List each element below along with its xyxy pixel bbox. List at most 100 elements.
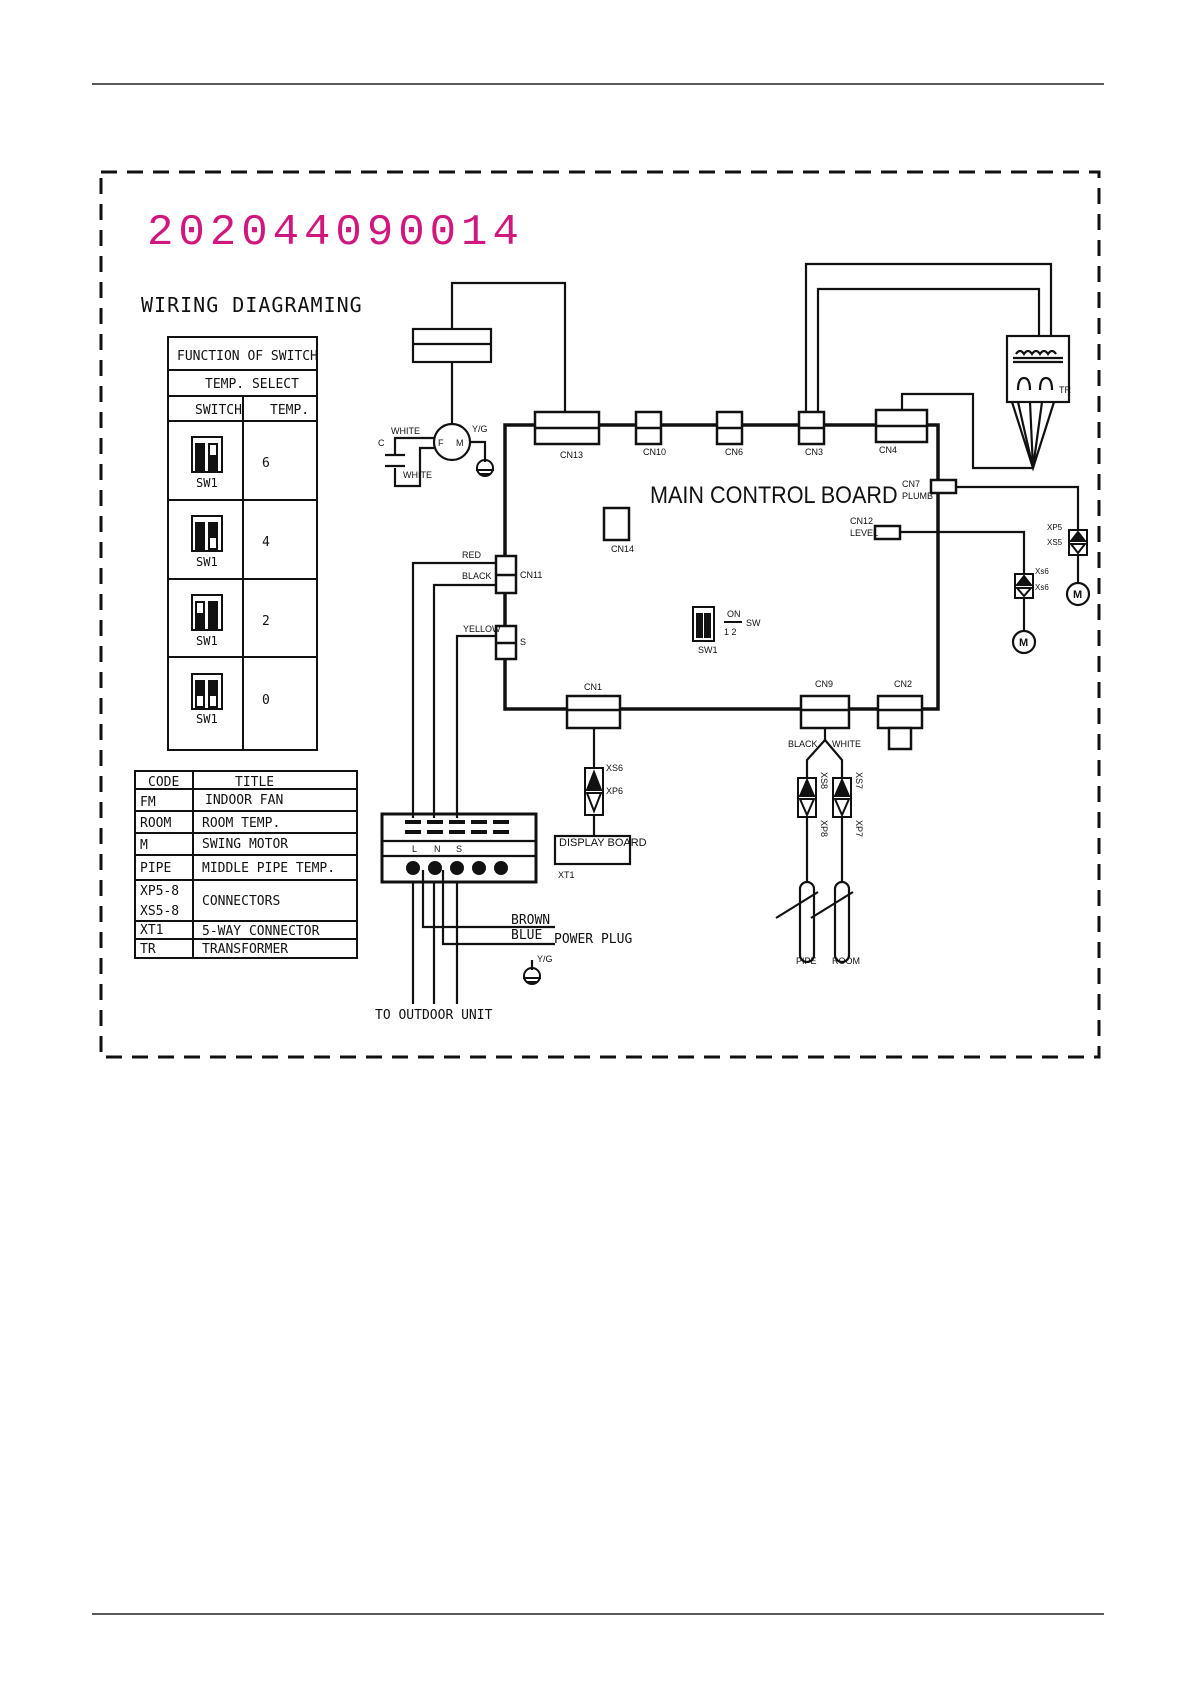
connector-label-xp6b: Xs6: [1035, 583, 1049, 592]
wire-label-brown: BROWN: [511, 913, 550, 928]
diagram-title: WIRING DIAGRAMING: [141, 293, 363, 317]
sw-label: SW1: [196, 555, 218, 569]
sw1-label: SW1: [698, 645, 718, 655]
terminal-label-s: S: [456, 844, 462, 854]
dip-switch-icon: [191, 515, 223, 552]
connector-label-xp8: XP8: [819, 820, 829, 837]
connector-label-xs8: XS8: [819, 772, 829, 789]
temp-value: 4: [262, 535, 270, 550]
ground-icon: [523, 967, 541, 985]
connector-label-xp7: XP7: [854, 820, 864, 837]
switch-col-header: SWITCH: [195, 403, 242, 418]
switch-table-header: FUNCTION OF SWITCH: [177, 349, 318, 364]
wiring: [380, 262, 1091, 1004]
sw-label: SW1: [196, 476, 218, 490]
transformer-label: TR: [1059, 385, 1071, 395]
title-cell: 5-WAY CONNECTOR: [202, 924, 320, 939]
ground-label-yg: Y/G: [537, 954, 553, 964]
connector-label-xs7: XS7: [854, 772, 864, 789]
wire-label-blue: BLUE: [511, 928, 542, 943]
title-cell: TRANSFORMER: [202, 942, 288, 957]
sw-on-label: ON: [727, 609, 741, 619]
code-cell: PIPE: [140, 861, 171, 876]
sw-label: SW: [746, 618, 761, 628]
title-cell: ROOM TEMP.: [202, 816, 280, 831]
code-cell: FM: [140, 795, 156, 810]
wire-label-white-3: WHITE: [832, 739, 861, 749]
title-cell: CONNECTORS: [202, 894, 280, 909]
code-cell: TR: [140, 942, 156, 957]
title-cell: MIDDLE PIPE TEMP.: [202, 861, 335, 876]
connector-label-cn7: CN7: [902, 479, 920, 489]
wire-label-black: BLACK: [462, 571, 492, 581]
dip-switch-icon: [191, 436, 223, 473]
wire-label-yellow: YELLOW: [463, 624, 501, 634]
code-cell: XP5-8: [140, 884, 179, 899]
terminal-slots: [405, 820, 509, 875]
terminal-label-n: N: [434, 844, 441, 854]
diagram-frame: [99, 170, 1101, 1059]
connector-label-xp6: XP6: [606, 786, 623, 796]
connector-label-xs6b: Xs6: [1035, 567, 1049, 576]
connector-label-cn3: CN3: [805, 447, 823, 457]
capacitor-label: C: [378, 438, 385, 448]
connector-label-xs5: XS5: [1047, 538, 1063, 547]
ground-icon: [476, 459, 494, 477]
dip-switch-icon: [191, 594, 223, 631]
wire-label-black-2: BLACK: [788, 739, 818, 749]
switch-table-subheader: TEMP. SELECT: [205, 377, 299, 392]
connector-label-cn11: CN11: [520, 570, 542, 580]
motor-label: M: [1073, 589, 1082, 601]
fan-label-m: M: [456, 438, 464, 448]
temp-value: 6: [262, 456, 270, 471]
sensor-label-pipe: PIPE: [796, 956, 817, 966]
connector-label-xp5: XP5: [1047, 523, 1063, 532]
plug-connector-icons: [584, 529, 1088, 818]
board-connectors: [494, 408, 958, 751]
title-cell: SWING MOTOR: [202, 837, 288, 852]
wire-label-red: RED: [462, 550, 482, 560]
connector-label-cn10: CN10: [643, 447, 666, 457]
temp-value: 2: [262, 614, 270, 629]
title-cell: INDOOR FAN: [205, 793, 283, 808]
connector-label-cn14: CN14: [611, 544, 634, 554]
connector-label-cn9: CN9: [815, 679, 833, 689]
connector-label-plumb: PLUMB: [902, 491, 933, 501]
code-table: [134, 770, 358, 959]
board-title: MAIN CONTROL BOARD: [650, 481, 898, 508]
wire-label-yg: Y/G: [472, 424, 488, 434]
code-cell: M: [140, 838, 148, 853]
code-cell: ROOM: [140, 816, 171, 831]
fan-label-f: F: [438, 438, 444, 448]
connector-label-s: S: [520, 637, 526, 647]
connector-label-xt1: XT1: [558, 870, 575, 880]
sw-label: SW1: [196, 712, 218, 726]
main-control-board: [503, 423, 940, 711]
connector-label-level: LEVEL: [850, 528, 878, 538]
onboard-dip-switch-icon: [692, 606, 742, 642]
code-cell: XS5-8: [140, 904, 179, 919]
power-plug-label: POWER PLUG: [554, 932, 632, 947]
terminal-label-l: L: [412, 844, 417, 854]
motor-label: M: [1019, 637, 1028, 649]
code-cell: XT1: [140, 923, 163, 938]
connector-label-cn1: CN1: [584, 682, 602, 692]
temp-value: 0: [262, 693, 270, 708]
wire-label-white-2: WHITE: [403, 470, 432, 480]
connector-label-cn13: CN13: [560, 450, 583, 460]
sensor-label-room: ROOM: [832, 956, 860, 966]
connector-label-cn6: CN6: [725, 447, 743, 457]
code-col-header: CODE: [148, 775, 179, 790]
temp-col-header: TEMP.: [270, 403, 309, 418]
switch-table: [167, 336, 318, 751]
connector-label-cn4: CN4: [879, 445, 897, 455]
connector-label-xs6: XS6: [606, 763, 623, 773]
dip-switch-icon: [191, 673, 223, 710]
sw-label: SW1: [196, 634, 218, 648]
sw-positions-label: 1 2: [724, 627, 737, 637]
to-outdoor-label: TO OUTDOOR UNIT: [375, 1008, 493, 1023]
connector-label-cn2: CN2: [894, 679, 912, 689]
connector-label-cn12: CN12: [850, 516, 873, 526]
part-number: 202044090014: [147, 208, 524, 258]
title-col-header: TITLE: [235, 775, 274, 790]
